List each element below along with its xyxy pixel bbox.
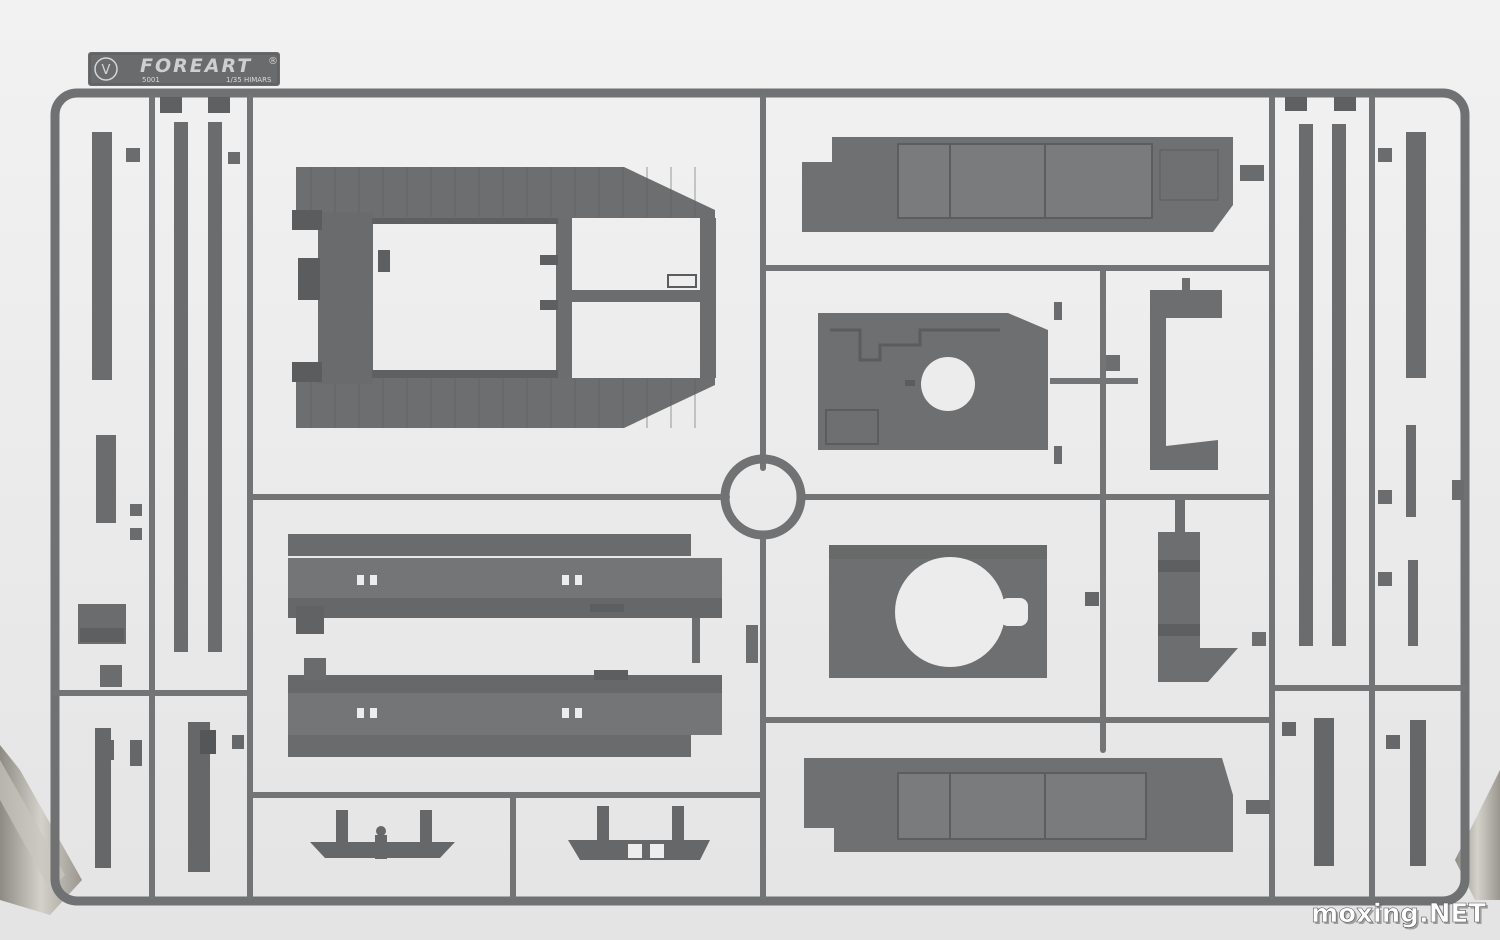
- watermark: moxing.NET moxing.NET: [1311, 899, 1488, 931]
- turret-plate-part: [818, 302, 1138, 464]
- right-bottom-brackets: [1282, 718, 1426, 866]
- kit-model: 1/35 HIMARS: [226, 76, 272, 84]
- brand-registered: ®: [268, 56, 278, 67]
- left-clamp: [0, 745, 82, 915]
- watermark-shadow: moxing.NET: [1313, 901, 1488, 931]
- sprue-runners: [52, 94, 1468, 900]
- center-ring: [720, 454, 806, 540]
- brand-tag: V FOREART ® 5001 1/35 HIMARS: [88, 52, 280, 86]
- bottom-side-panel: [804, 758, 1270, 852]
- watermark-text: moxing.NET: [1311, 899, 1486, 929]
- chassis-frame-part: [292, 167, 716, 428]
- hatch-plate-part: [829, 545, 1099, 678]
- right-bracket-parts: [1106, 278, 1266, 682]
- brand-logo: V: [102, 63, 111, 78]
- left-bottom-brackets: [95, 722, 244, 872]
- side-rail-parts: [288, 534, 758, 757]
- right-rods: [1285, 97, 1464, 646]
- small-bracket-parts: [310, 806, 710, 860]
- top-side-panel: [802, 137, 1264, 232]
- kit-code: 5001: [142, 76, 160, 84]
- left-rods: [78, 97, 240, 687]
- sprue-frame: [50, 88, 1470, 906]
- brand-name: FOREART: [140, 55, 252, 77]
